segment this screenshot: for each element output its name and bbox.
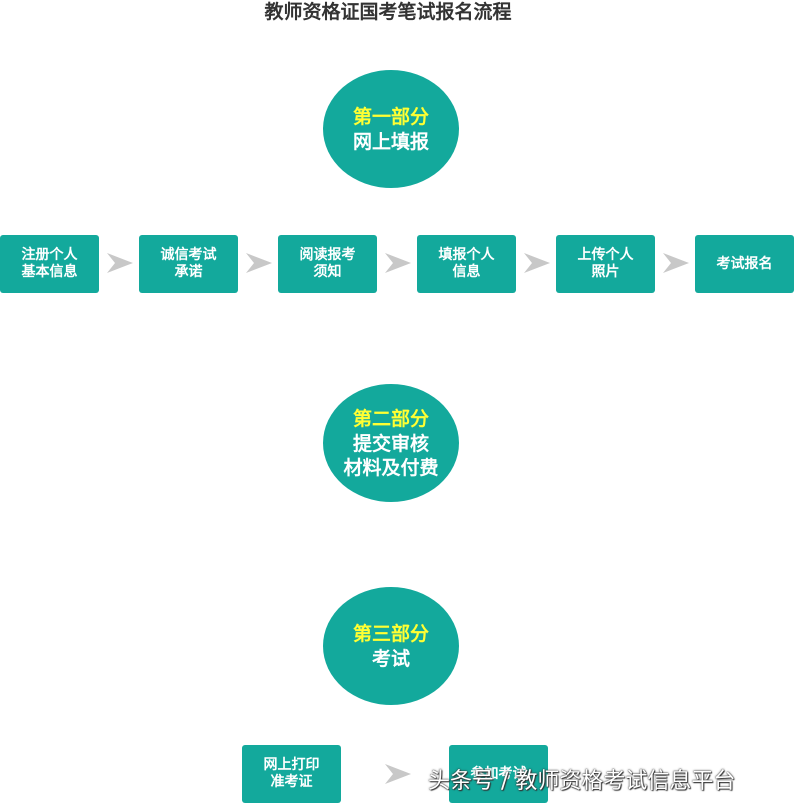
part-one-desc: 网上填报	[352, 131, 429, 153]
step-integrity-promise: 诚信考试 承诺	[139, 235, 238, 293]
step-register: 注册个人 基本信息	[0, 235, 99, 293]
step-text: 准考证	[270, 774, 313, 790]
step-text: 基本信息	[21, 264, 78, 280]
step-text: 诚信考试	[160, 247, 217, 263]
part-two-circle: 第二部分 提交审核 材料及付费	[323, 384, 459, 502]
step-read-notice: 阅读报考 须知	[278, 235, 377, 293]
arrow-right-icon	[107, 253, 133, 273]
step-text: 照片	[591, 264, 620, 280]
arrow-right-icon	[524, 253, 550, 273]
step-text: 网上打印	[263, 757, 320, 773]
step-text: 考试报名	[716, 255, 773, 272]
step-fill-info: 填报个人 信息	[417, 235, 516, 293]
part-two-desc-line1: 提交审核	[352, 433, 429, 455]
step-text: 参加考试	[470, 765, 527, 782]
step-upload-photo: 上传个人 照片	[556, 235, 655, 293]
step-text: 注册个人	[21, 247, 78, 263]
part-three-circle: 第三部分 考试	[323, 587, 459, 705]
arrow-right-icon	[663, 253, 689, 273]
step-text: 阅读报考	[299, 247, 356, 263]
page-title: 教师资格证国考笔试报名流程	[264, 1, 512, 23]
step-text: 信息	[452, 264, 481, 280]
step-print-admission-ticket: 网上打印 准考证	[242, 745, 341, 803]
arrow-right-icon	[246, 253, 272, 273]
part-one-label: 第一部分	[352, 106, 429, 128]
arrow-right-icon	[385, 253, 411, 273]
step-text: 上传个人	[577, 247, 634, 263]
part-two-desc-line2: 材料及付费	[343, 457, 439, 479]
watermark: 头条号 / 教师资格考试信息平台	[428, 769, 736, 794]
step-take-exam: 参加考试	[449, 745, 548, 803]
part-one-circle: 第一部分 网上填报	[323, 70, 459, 188]
arrow-right-icon	[385, 764, 411, 784]
part-three-label: 第三部分	[352, 623, 429, 645]
part-two-label: 第二部分	[352, 408, 429, 430]
step-text: 承诺	[174, 264, 203, 280]
step-exam-registration: 考试报名	[695, 235, 794, 293]
step-text: 填报个人	[438, 247, 495, 263]
step-text: 须知	[313, 264, 342, 280]
part-three-desc: 考试	[371, 648, 410, 670]
